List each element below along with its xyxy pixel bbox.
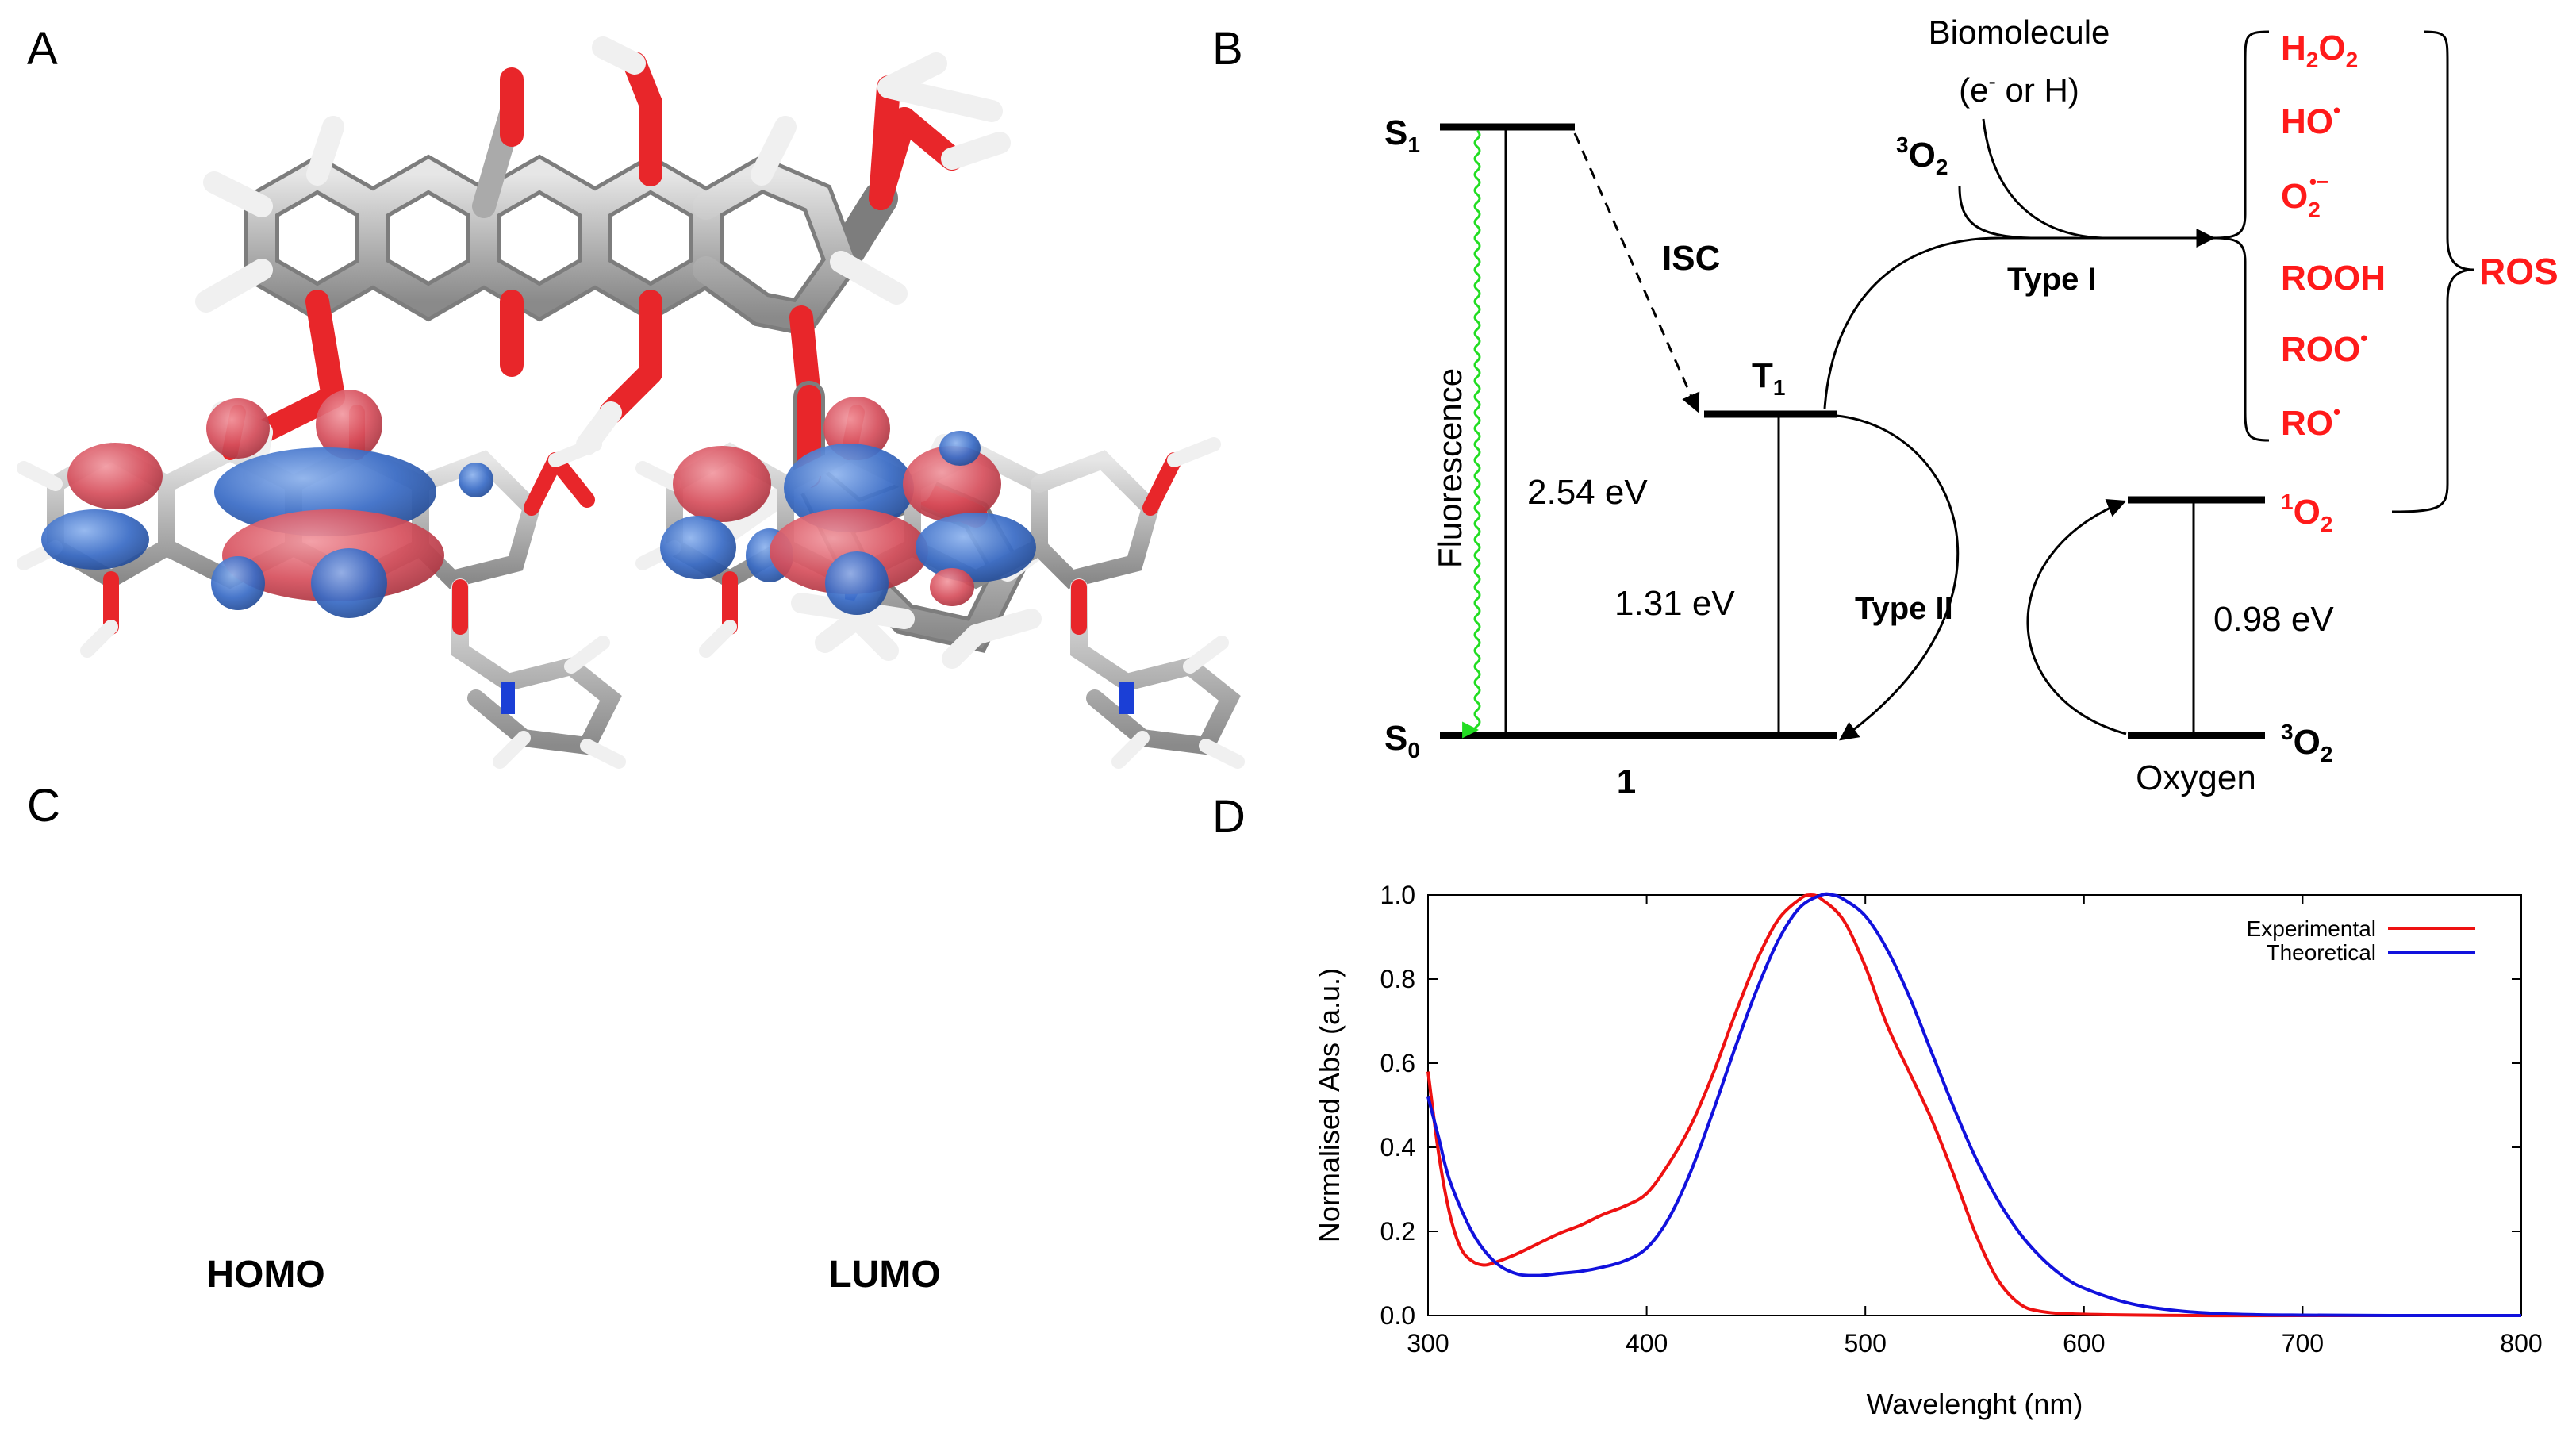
x-tick-label: 600 (2063, 1329, 2105, 1358)
jablonski-diagram (1440, 30, 2474, 741)
x-tick-label: 700 (2282, 1329, 2324, 1358)
biomolecule-sub-label: (e- or H) (1959, 69, 2079, 109)
y-tick-label: 0.6 (1380, 1049, 1415, 1077)
ros-ro: RO• (2281, 400, 2340, 443)
type1-label: Type I (2007, 262, 2097, 297)
ros-left-brace (2213, 30, 2270, 442)
type1-curve (1823, 229, 2216, 409)
biomolecule-label: Biomolecule (1929, 13, 2110, 51)
homo-label: HOMO (206, 1254, 324, 1296)
panel-letter-d: D (1212, 791, 1246, 843)
panel-letter-c: C (27, 780, 60, 831)
t1-label: T1 (1752, 356, 1785, 400)
molecule-number: 1 (1617, 762, 1636, 801)
type2-curve (1836, 414, 1960, 741)
panel-letter-b: B (1212, 23, 1243, 75)
ros-rooh: ROOH (2281, 259, 2386, 298)
isc-label: ISC (1662, 239, 1720, 278)
homo-orbital-model (17, 390, 626, 769)
lumo-label: LUMO (828, 1254, 940, 1296)
molecule-model-a (195, 36, 1050, 669)
y-tick-label: 0.0 (1380, 1301, 1415, 1330)
legend-label-experimental: Experimental (2247, 916, 2376, 941)
x-tick-label: 800 (2500, 1329, 2542, 1358)
series-lines (1426, 892, 2522, 1318)
o2-energy-label: 0.98 eV (2213, 600, 2334, 639)
plot-frame (1427, 894, 2522, 1316)
fluorescence-arrow (1462, 129, 1481, 739)
series-line-theoretical (1426, 892, 2522, 1318)
s1-energy-label: 2.54 eV (1527, 473, 1648, 512)
y-tick-label: 1.0 (1380, 881, 1415, 909)
ros-right-brace (2391, 30, 2474, 513)
s0-label: S0 (1384, 719, 1420, 762)
ros-superoxide: O2•− (2281, 170, 2328, 222)
ros-ho: HO• (2281, 98, 2340, 141)
x-axis-label: Wavelenght (nm) (1867, 1388, 2083, 1420)
x-tick-label: 300 (1407, 1329, 1449, 1358)
ros-label: ROS (2479, 251, 2559, 292)
s1-label: S1 (1384, 113, 1420, 157)
ros-h2o2: H2O2 (2281, 29, 2358, 72)
y-tick-label: 0.8 (1380, 965, 1415, 993)
x-tick-label: 400 (1626, 1329, 1668, 1358)
t1-energy-label: 1.31 eV (1614, 584, 1735, 623)
ground-o2-label: 3O2 (2281, 720, 2332, 766)
x-tick-label: 500 (1845, 1329, 1887, 1358)
axis-ticks: 300 400 500 600 700 800 0.0 0.2 0.4 0.6 0.8 1.0 (1380, 881, 2543, 1358)
legend-label-theoretical: Theoretical (2266, 940, 2376, 965)
panel-letter-a: A (27, 23, 58, 75)
triplet-o2-label: 3O2 (1896, 132, 1948, 179)
absorption-chart: 300 400 500 600 700 800 0.0 0.2 0.4 0.6 0.8 1.0 Wav… (1313, 881, 2543, 1420)
lumo-orbital-model (635, 397, 1245, 769)
isc-arrow (1573, 132, 1700, 413)
type2-label: Type II (1855, 591, 1953, 626)
y-tick-label: 0.4 (1380, 1133, 1415, 1162)
oxygen-label: Oxygen (2136, 758, 2256, 797)
fluorescence-label: Fluorescence (1431, 368, 1468, 568)
y-axis-label: Normalised Abs (a.u.) (1313, 968, 1346, 1242)
y-tick-label: 0.2 (1380, 1217, 1415, 1246)
ros-roo: ROO• (2281, 326, 2367, 369)
singlet-o2-label: 1O2 (2281, 490, 2332, 536)
